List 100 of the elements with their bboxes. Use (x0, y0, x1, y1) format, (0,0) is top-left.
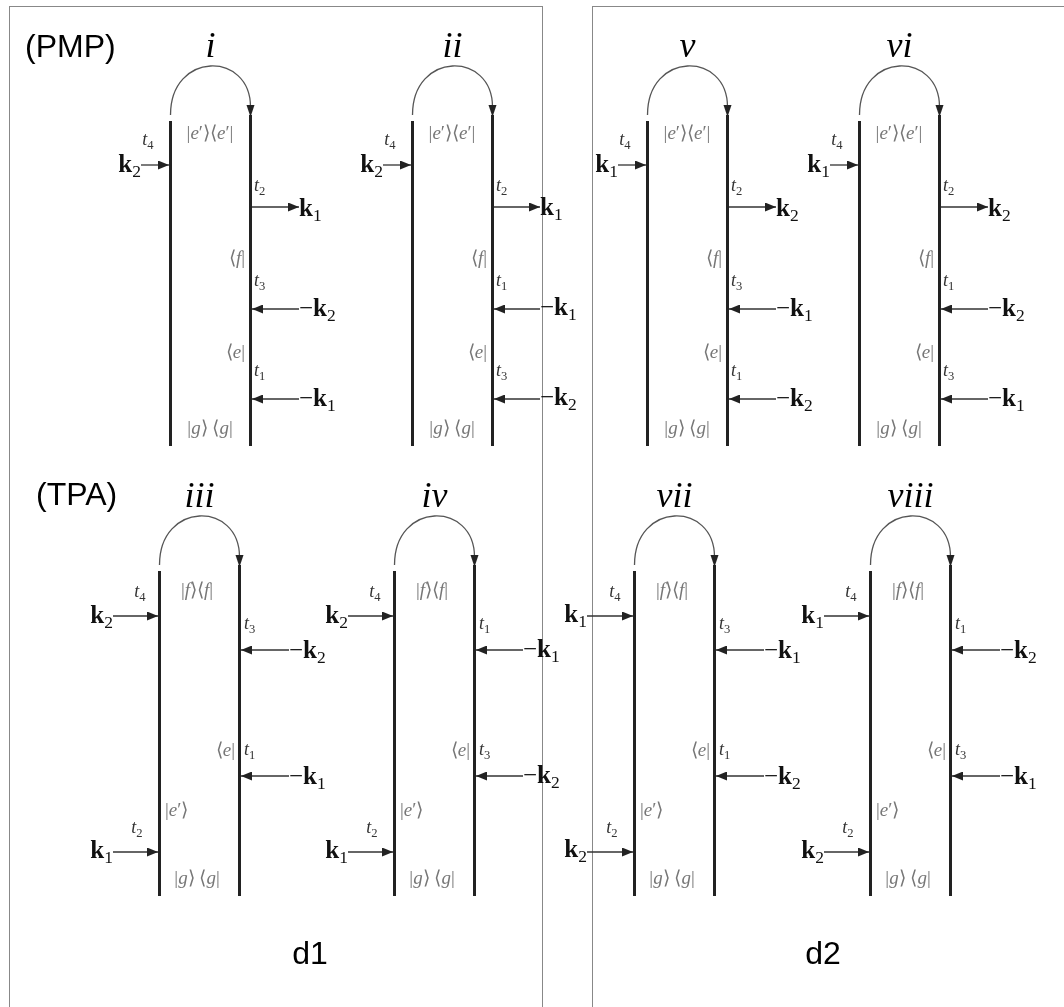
wave-vector-label: k$_{2}$ (325, 602, 348, 632)
state-label: ⟨f| (228, 248, 245, 267)
wave-vector-label: −k$_{2}$ (1000, 637, 1037, 667)
wave-vector-label: −k$_{1}$ (523, 636, 560, 666)
diagram-numeral: v (679, 27, 696, 63)
time-label: t$_{4}$ (384, 130, 396, 152)
wave-vector-label: −k$_{1}$ (1000, 763, 1037, 793)
arrow (493, 202, 541, 212)
arrow (823, 847, 870, 857)
diagram-numeral: viii (887, 477, 934, 513)
state-label: |e′⟩ (876, 800, 900, 819)
state-label: |f⟩⟨f| (891, 580, 925, 599)
wave-vector-label: −k$_{2}$ (540, 384, 577, 414)
panel-label: d1 (292, 937, 328, 969)
arrow (251, 202, 300, 212)
state-label: ⟨e| (926, 740, 946, 759)
arrow (728, 304, 777, 314)
arrow (475, 771, 524, 781)
wave-vector-label: k$_{1}$ (801, 602, 824, 632)
state-label: ⟨f| (470, 248, 487, 267)
diagram-numeral: vi (886, 27, 913, 63)
row-label: (PMP) (25, 30, 116, 62)
arrow (347, 847, 394, 857)
state-label: |e′⟩⟨e′| (875, 123, 923, 142)
arrow (715, 771, 765, 781)
wave-vector-label: k$_{2}$ (90, 602, 113, 632)
state-label: ⟨f| (705, 248, 722, 267)
wave-vector-label: k$_{1}$ (595, 151, 618, 181)
state-label: |g⟩ ⟨g| (409, 868, 455, 887)
time-label: t$_{1}$ (244, 740, 256, 762)
state-label: |g⟩ ⟨g| (664, 418, 710, 437)
arrow (251, 394, 300, 404)
arrow (951, 771, 1001, 781)
state-label: |g⟩ ⟨g| (429, 418, 475, 437)
arrow (112, 611, 159, 621)
arrow (586, 847, 634, 857)
arrow (951, 645, 1001, 655)
wave-vector-label: k$_{2}$ (801, 837, 824, 867)
wave-vector-label: k$_{1}$ (90, 837, 113, 867)
state-label: ⟨e| (450, 740, 470, 759)
state-label: |g⟩ ⟨g| (187, 418, 233, 437)
arrow (940, 394, 989, 404)
wave-vector-label: k$_{1}$ (299, 195, 322, 225)
wave-vector-label: k$_{1}$ (564, 601, 587, 631)
time-label: t$_{3}$ (719, 614, 731, 636)
time-label: t$_{4}$ (142, 130, 154, 152)
time-label: t$_{3}$ (479, 740, 491, 762)
state-label: ⟨f| (917, 248, 934, 267)
diagram-numeral: iii (184, 477, 215, 513)
wave-vector-label: k$_{2}$ (988, 195, 1011, 225)
time-label: t$_{3}$ (943, 361, 955, 383)
time-label: t$_{2}$ (496, 176, 508, 198)
state-label: ⟨e| (467, 342, 487, 361)
time-label: t$_{1}$ (731, 361, 743, 383)
time-label: t$_{2}$ (943, 176, 955, 198)
time-label: t$_{3}$ (731, 271, 743, 293)
wave-vector-label: −k$_{2}$ (523, 762, 560, 792)
time-label: t$_{2}$ (131, 818, 143, 840)
state-label: |e′⟩⟨e′| (186, 123, 234, 142)
arrow (140, 160, 170, 170)
state-label: |e′⟩ (165, 800, 189, 819)
arrow (728, 202, 777, 212)
state-label: ⟨e| (702, 342, 722, 361)
wave-vector-label: k$_{2}$ (360, 151, 383, 181)
arrow (382, 160, 412, 170)
wave-vector-label: −k$_{2}$ (299, 295, 336, 325)
wave-vector-label: k$_{1}$ (807, 151, 830, 181)
arrow (493, 394, 541, 404)
wave-vector-label: −k$_{2}$ (289, 637, 326, 667)
state-label: |e′⟩ (400, 800, 424, 819)
arrow (475, 645, 524, 655)
arrow (251, 304, 300, 314)
wave-vector-label: −k$_{1}$ (540, 294, 577, 324)
time-label: t$_{1}$ (479, 614, 491, 636)
wave-vector-label: k$_{2}$ (564, 836, 587, 866)
wave-vector-label: −k$_{2}$ (988, 295, 1025, 325)
time-label: t$_{4}$ (369, 582, 381, 604)
time-label: t$_{2}$ (366, 818, 378, 840)
diagram-numeral: i (205, 27, 216, 63)
state-label: |f⟩⟨f| (180, 580, 214, 599)
state-label: |e′⟩⟨e′| (428, 123, 476, 142)
arrow (112, 847, 159, 857)
time-label: t$_{1}$ (254, 361, 266, 383)
time-label: t$_{1}$ (719, 740, 731, 762)
wave-vector-label: −k$_{1}$ (776, 295, 813, 325)
wave-vector-label: −k$_{1}$ (988, 385, 1025, 415)
arrow (617, 160, 647, 170)
state-label: |f⟩⟨f| (415, 580, 449, 599)
state-label: |g⟩ ⟨g| (885, 868, 931, 887)
state-label: |e′⟩ (640, 800, 664, 819)
state-label: |e′⟩⟨e′| (663, 123, 711, 142)
diagram-numeral: ii (442, 27, 463, 63)
arrow (940, 202, 989, 212)
wave-vector-label: k$_{1}$ (540, 194, 563, 224)
time-label: t$_{1}$ (955, 614, 967, 636)
state-label: ⟨e| (215, 740, 235, 759)
time-label: t$_{1}$ (943, 271, 955, 293)
diagram-numeral: iv (421, 477, 448, 513)
wave-vector-label: −k$_{1}$ (289, 763, 326, 793)
time-label: t$_{3}$ (254, 271, 266, 293)
